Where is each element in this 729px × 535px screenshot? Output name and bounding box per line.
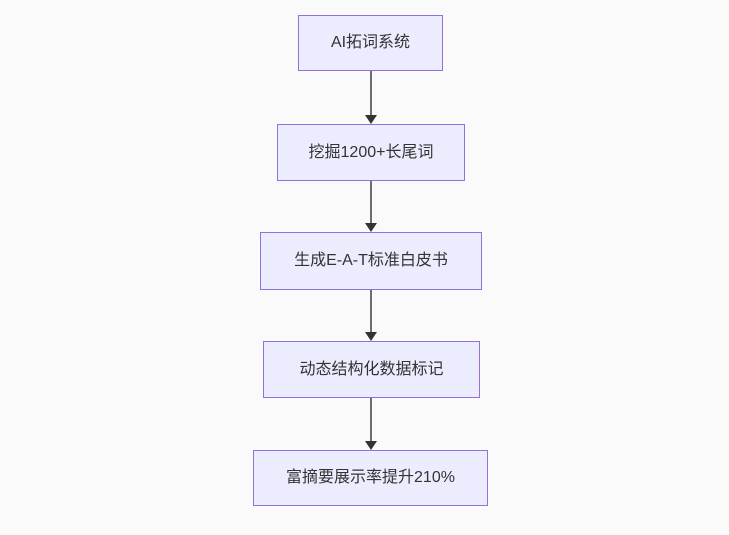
flow-node-longtail-mining: 挖掘1200+长尾词 <box>277 124 465 181</box>
edge-arrow-2 <box>364 181 378 232</box>
flow-node-label: 生成E-A-T标准白皮书 <box>294 252 448 270</box>
edge-arrow-3 <box>364 290 378 341</box>
flow-node-label: 动态结构化数据标记 <box>299 360 444 378</box>
edge-arrow-4 <box>364 398 378 450</box>
arrow-line <box>370 398 372 444</box>
flow-node-label: 富摘要展示率提升210% <box>286 469 455 487</box>
arrow-line <box>370 71 372 118</box>
arrowhead-down-icon <box>365 332 377 341</box>
arrowhead-down-icon <box>365 441 377 450</box>
flow-node-label: AI拓词系统 <box>330 34 411 52</box>
arrowhead-down-icon <box>365 115 377 124</box>
flow-node-structured-data-markup: 动态结构化数据标记 <box>263 341 480 398</box>
flow-node-rich-snippet-result: 富摘要展示率提升210% <box>253 450 488 506</box>
arrow-line <box>370 290 372 335</box>
arrow-line <box>370 181 372 226</box>
flow-node-ai-word-expansion: AI拓词系统 <box>298 15 443 71</box>
edge-arrow-1 <box>364 71 378 124</box>
arrowhead-down-icon <box>365 223 377 232</box>
flow-node-eat-whitepaper: 生成E-A-T标准白皮书 <box>260 232 482 290</box>
flow-node-label: 挖掘1200+长尾词 <box>308 143 434 161</box>
